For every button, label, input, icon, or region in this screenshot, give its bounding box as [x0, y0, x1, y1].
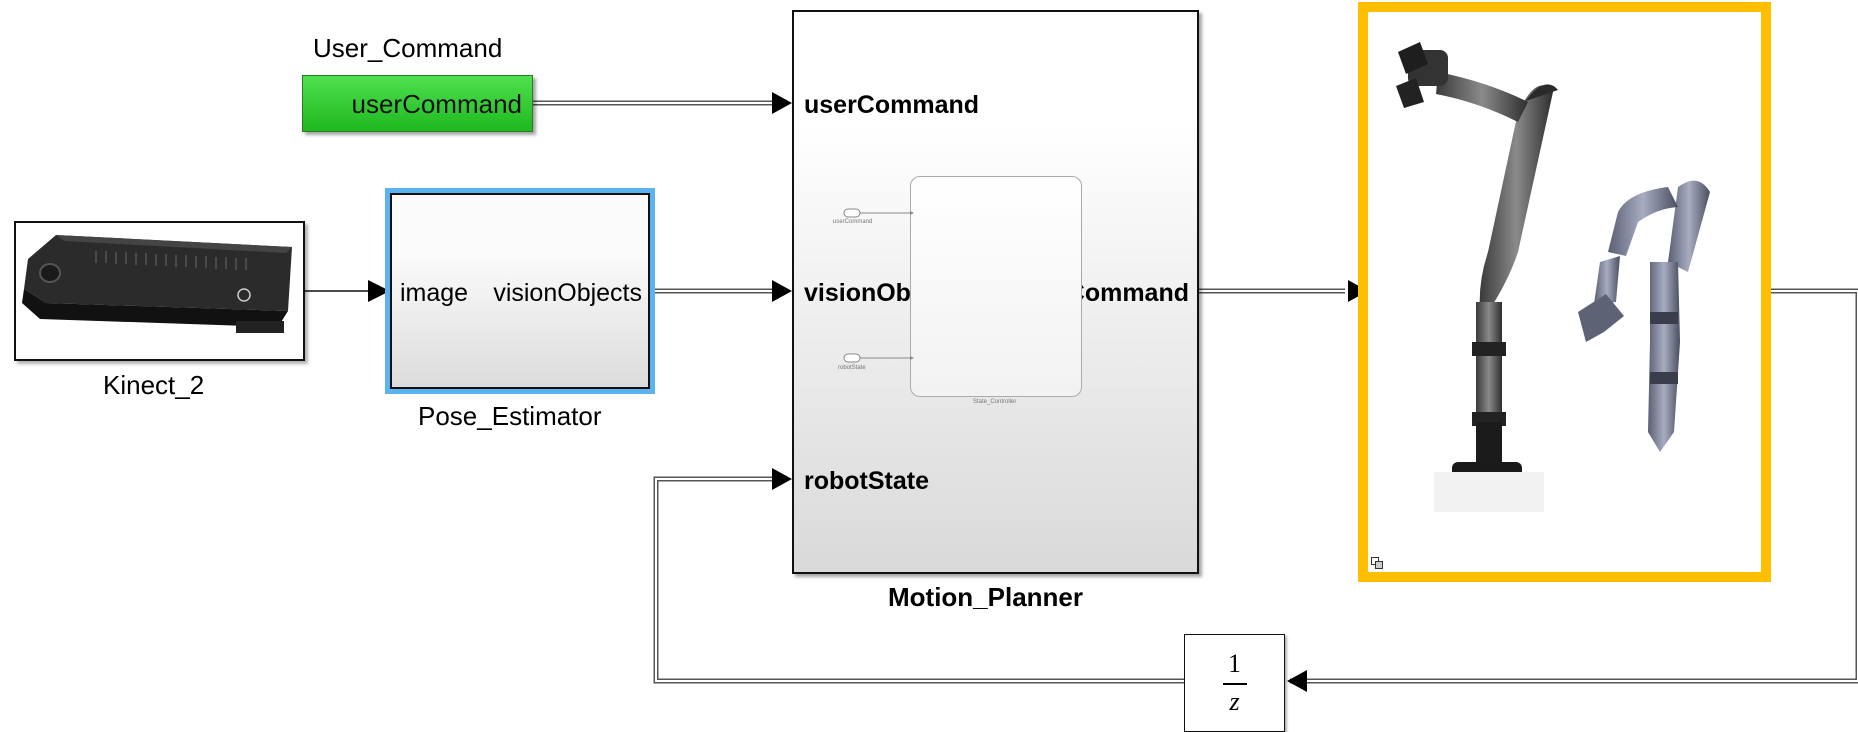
- chart-in-user-command: userCommand: [833, 219, 873, 225]
- planner-port-robot-state: robotState: [804, 467, 929, 495]
- kinect-name: Kinect_2: [103, 370, 205, 400]
- user-command-block[interactable]: userCommand: [302, 75, 533, 132]
- delay-fraction-bar: [1223, 683, 1247, 685]
- arrow-vision-objects: [772, 280, 792, 302]
- user-command-name: User_Command: [313, 33, 503, 63]
- pose-estimator-name: Pose_Estimator: [418, 401, 602, 431]
- arrow-user-command: [772, 92, 792, 114]
- delay-denominator: z: [1229, 687, 1240, 716]
- robot-arm-image: [1396, 42, 1710, 512]
- arrow-delay-in: [1287, 670, 1307, 692]
- user-command-value: userCommand: [351, 89, 522, 119]
- pose-in-port: image: [400, 279, 469, 307]
- resize-handle-icon: [1371, 557, 1383, 569]
- chart-inner-wires: [843, 208, 914, 363]
- motion-planner-name: Motion_Planner: [888, 582, 1084, 612]
- state-controller-chart[interactable]: [910, 176, 1082, 397]
- delay-numerator: 1: [1228, 649, 1241, 678]
- arrow-robot-state: [772, 468, 792, 490]
- unit-delay-block[interactable]: 1 z: [1184, 634, 1285, 732]
- arrow-image: [368, 280, 390, 302]
- planner-port-user-command: userCommand: [804, 91, 980, 119]
- chart-name: State_Controller: [973, 399, 1017, 405]
- planner-port-command: Command: [1066, 279, 1189, 307]
- chart-in-robot-state: robotState: [838, 365, 866, 371]
- kinect-sensor-image: [22, 235, 292, 333]
- kinect-block[interactable]: [14, 221, 305, 361]
- pose-estimator-block[interactable]: image visionObjects: [390, 193, 650, 389]
- pose-out-port: visionObjects: [493, 279, 642, 307]
- robot-visualization-block[interactable]: [1358, 2, 1771, 582]
